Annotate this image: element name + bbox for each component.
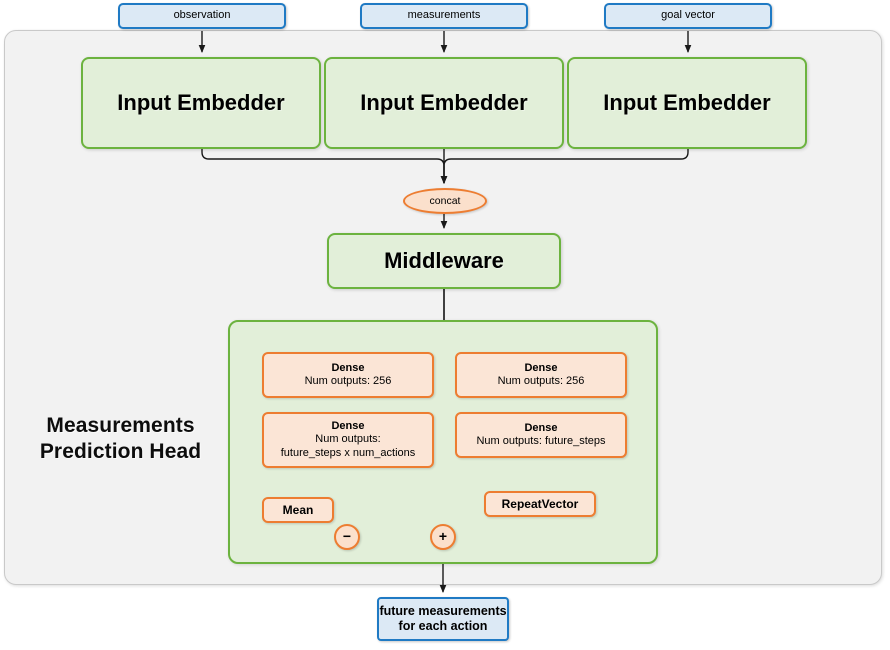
head-label-line2: Prediction Head xyxy=(39,440,202,463)
input-box-goal-vector[interactable]: goal vector xyxy=(604,3,772,29)
add-operator[interactable]: + xyxy=(430,524,456,550)
dense-left-1[interactable]: Dense Num outputs: 256 xyxy=(262,352,434,398)
dense-left-2-outputs-value: future_steps x num_actions xyxy=(280,446,416,459)
dense-right-2-outputs: Num outputs: future_steps xyxy=(476,435,606,447)
concat-node[interactable]: concat xyxy=(403,188,487,214)
output-line1: future measurements xyxy=(379,603,507,618)
dense-right-1-outputs: Num outputs: 256 xyxy=(497,375,585,387)
output-box-future-measurements[interactable]: future measurements for each action xyxy=(377,597,509,641)
dense-right-1-title: Dense xyxy=(524,361,558,374)
dense-left-2[interactable]: Dense Num outputs: future_steps x num_ac… xyxy=(262,412,434,468)
dense-right-2[interactable]: Dense Num outputs: future_steps xyxy=(455,412,627,458)
dense-left-1-outputs: Num outputs: 256 xyxy=(304,375,392,387)
input-embedder-measurements[interactable]: Input Embedder xyxy=(324,57,564,149)
dense-left-1-title: Dense xyxy=(331,361,365,374)
input-box-observation[interactable]: observation xyxy=(118,3,286,29)
middleware-block[interactable]: Middleware xyxy=(327,233,561,289)
dense-right-2-title: Dense xyxy=(524,421,558,434)
dense-left-2-title: Dense xyxy=(331,419,365,432)
input-embedder-goal-vector[interactable]: Input Embedder xyxy=(567,57,807,149)
dense-right-1[interactable]: Dense Num outputs: 256 xyxy=(455,352,627,398)
subtract-operator[interactable]: − xyxy=(334,524,360,550)
repeat-vector-block[interactable]: RepeatVector xyxy=(484,491,596,517)
input-box-measurements[interactable]: measurements xyxy=(360,3,528,29)
dense-left-2-outputs-label: Num outputs: xyxy=(315,433,381,446)
mean-block[interactable]: Mean xyxy=(262,497,334,523)
input-embedder-observation[interactable]: Input Embedder xyxy=(81,57,321,149)
head-label-line1: Measurements xyxy=(46,414,195,438)
measurements-prediction-head-label: Measurements Prediction Head xyxy=(18,404,223,474)
output-line2: for each action xyxy=(398,619,488,633)
